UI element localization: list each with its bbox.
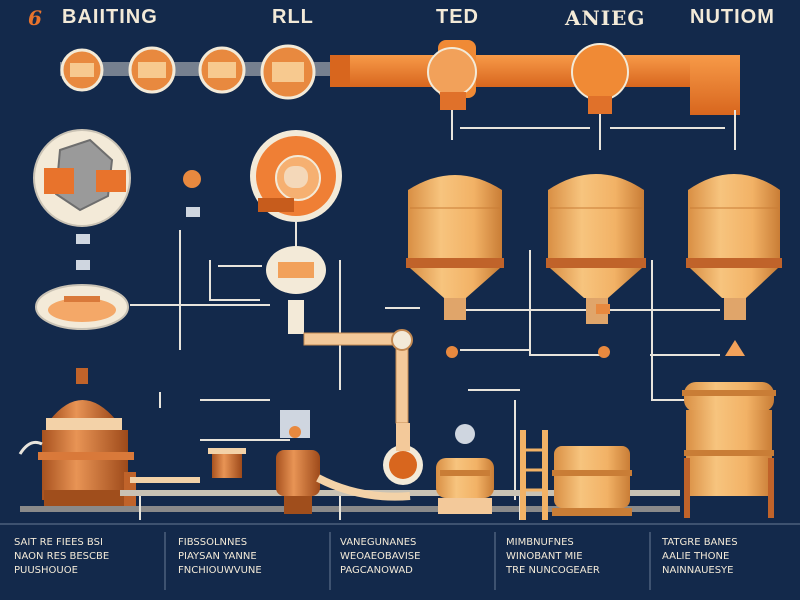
gauge-icon-3 [198,46,246,94]
boiler-pot [208,410,320,514]
brew-kettle [18,368,136,510]
gauge-icon-1 [60,48,104,92]
legend-item: PIAYSAN YANNE [178,551,257,562]
fermenter-tank-2 [546,174,646,324]
legend-item: PUUSHOUOE [14,565,78,576]
fermenter-tank-1 [406,175,504,320]
top-orange-pipe [330,40,740,115]
mill-machine [33,129,131,227]
legend-item: NAON RES BESCBE [14,551,110,562]
bright-tank [682,382,776,518]
legend-item: FIBSSOLNNES [178,537,248,548]
header-title-5: NUTIOM [690,6,775,28]
legend-item: AALIE THONE [662,551,730,562]
mash-dish [35,284,129,330]
legend-dividers [0,523,800,590]
fermenter-tank-3 [686,174,782,320]
header-title-2: RLL [272,6,314,28]
gauge-icon-4 [260,44,316,100]
legend-col-5: TATGRE BANES AALIE THONE NAINNAUESYE [662,536,738,578]
legend-col-4: MIMBNUFNES WINOBANT MIE TRE NUNCOGEAER [506,536,600,578]
legend-col-2: FIBSSOLNNES PIAYSAN YANNE FNCHIOUWVUNE [178,536,262,578]
legend-item: WEOAEOBAVISE [340,551,421,562]
legend-item: WINOBANT MIE [506,551,583,562]
whirlpool-vessel [436,424,494,514]
legend-item: VANEGUNANES [340,537,417,548]
sun-gauge [250,130,342,222]
legend-item: FNCHIOUWVUNE [178,565,262,576]
legend-item: NAINNAUESYE [662,565,734,576]
legend-col-1: SAIT RE FIEES BSI NAON RES BESCBE PUUSHO… [14,536,109,578]
legend-col-3: VANEGUNANES WEOAEOBAVISE PAGCANOWAD [340,536,420,578]
legend-item: MIMBNUFNES [506,537,574,548]
flow-lines [130,220,720,500]
ladder-vessel [520,430,632,520]
legend-item: PAGCANOWAD [340,565,413,576]
header-title-1: BAIITING [62,6,158,28]
small-valve-icons [76,170,201,270]
bottom-pipe [130,474,411,501]
legend-item: SAIT RE FIEES BSI [14,537,103,548]
header-title-3: TED [436,6,479,28]
legend-item: TRE NUNCOGEAER [506,565,600,576]
header-title-4: ANIEG [565,6,646,30]
top-gauges [60,44,330,100]
legend-item: TATGRE BANES [662,537,738,548]
flow-gauge [266,246,326,334]
gauge-icon-2 [128,46,176,94]
copper-transfer-pipe [303,329,423,485]
logo-glyph: 6 [28,6,43,30]
upper-lines [451,110,736,150]
tank-valves [446,304,745,358]
